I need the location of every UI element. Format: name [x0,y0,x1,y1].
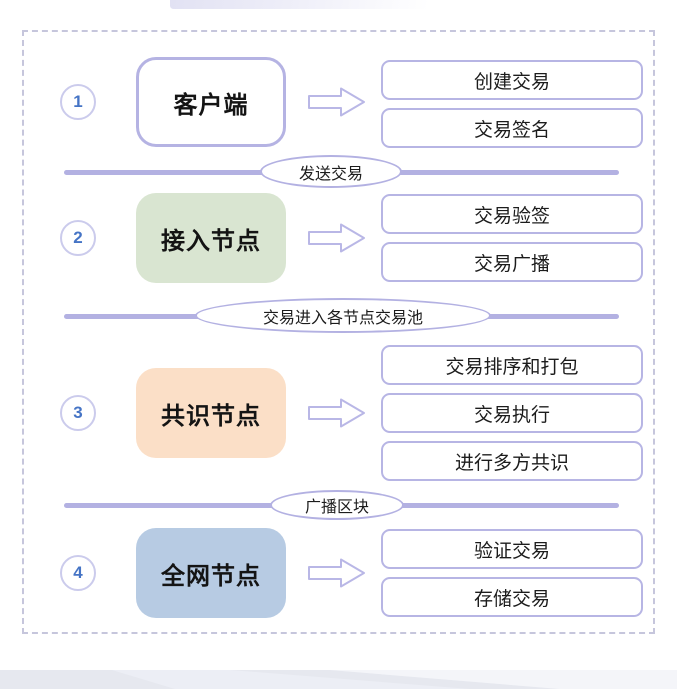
actor-label: 接入节点 [161,227,261,255]
output-box: 交易执行 [381,393,643,433]
outputs-column: 交易验签 交易广播 [381,194,643,282]
actor-box-client: 客户端 [136,57,286,147]
step-number: 1 [73,92,83,111]
actor-label: 全网节点 [161,562,261,590]
output-box: 交易广播 [381,242,643,282]
divider-label: 广播区块 [304,499,369,516]
actor-label: 客户端 [173,91,249,119]
output-box: 进行多方共识 [381,441,643,481]
bottom-band [0,670,677,689]
output-box: 创建交易 [381,60,643,100]
divider-label-ellipse: 广播区块 [270,490,404,520]
divider-label-ellipse: 交易进入各节点交易池 [195,298,491,333]
right-arrow-icon [308,398,365,428]
outputs-column: 验证交易 存储交易 [381,529,643,617]
band-wedge [0,670,175,689]
step-circle-1: 1 [60,84,96,120]
output-box: 存储交易 [381,577,643,617]
step-circle-3: 3 [60,395,96,431]
actor-box-access-node: 接入节点 [136,193,286,283]
outputs-column: 交易排序和打包 交易执行 进行多方共识 [381,345,643,481]
step-circle-2: 2 [60,220,96,256]
output-box: 交易排序和打包 [381,345,643,385]
right-arrow-icon [308,558,365,588]
actor-box-network-node: 全网节点 [136,528,286,618]
divider-label-ellipse: 发送交易 [260,155,402,188]
step-number: 2 [73,228,83,247]
dashed-frame: 1 客户端 创建交易 交易签名 发送交易 2 接入节点 交易验签 交易广播 交易… [22,30,655,634]
step-number: 4 [73,563,83,582]
step-number: 3 [73,403,83,422]
output-box: 交易验签 [381,194,643,234]
step-circle-4: 4 [60,555,96,591]
divider-label: 交易进入各节点交易池 [262,309,423,327]
output-box: 验证交易 [381,529,643,569]
output-box: 交易签名 [381,108,643,148]
actor-label: 共识节点 [161,402,261,430]
divider-label: 发送交易 [298,165,363,183]
top-decoration [170,0,442,9]
right-arrow-icon [308,223,365,253]
outputs-column: 创建交易 交易签名 [381,60,643,148]
right-arrow-icon [308,87,365,117]
actor-box-consensus-node: 共识节点 [136,368,286,458]
